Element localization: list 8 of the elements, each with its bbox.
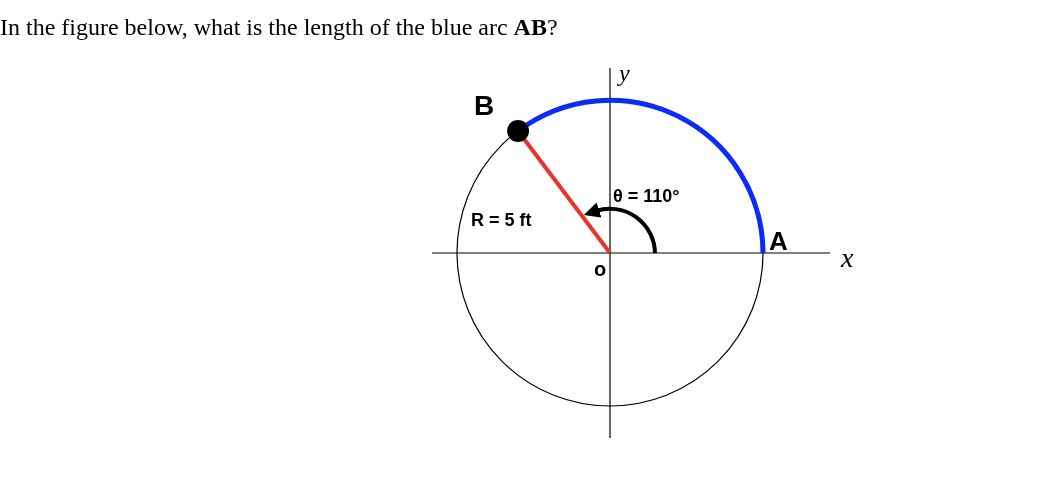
point-label: B xyxy=(474,90,495,122)
point-label: A xyxy=(769,226,788,257)
question-text: In the figure below, what is the length of the blue arc AB? xyxy=(0,14,558,41)
angle-label: θ = 110° xyxy=(613,186,680,207)
radius-label: R = 5 ft xyxy=(471,210,532,231)
axis-label: y xyxy=(619,60,630,87)
axis-label: x xyxy=(841,242,854,274)
origin-label: o xyxy=(594,258,607,281)
